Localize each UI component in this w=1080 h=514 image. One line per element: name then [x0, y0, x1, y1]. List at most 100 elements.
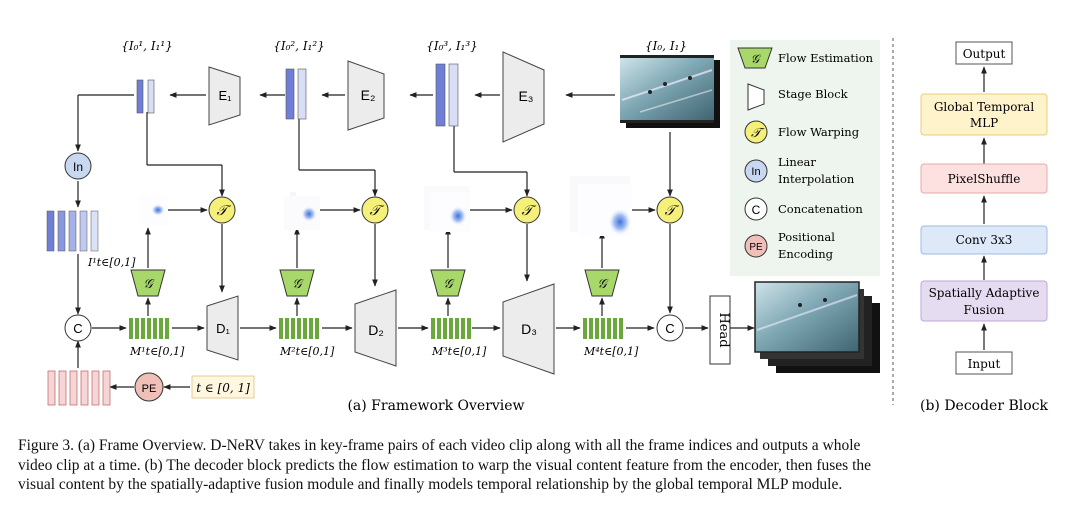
encoder-e2: E₂: [347, 60, 385, 131]
framework-subtitle: (a) Framework Overview: [347, 398, 524, 414]
warp-node-3: 𝒯: [513, 196, 541, 224]
svg-text:Stage Block: Stage Block: [778, 87, 849, 101]
legend-flow: 𝒢 Flow Estimation: [737, 47, 874, 69]
figure-caption: Figure 3. (a) Frame Overview. D-NeRV tak…: [18, 436, 1068, 495]
svg-text:MLP: MLP: [970, 116, 998, 130]
decoder-d3: D₃: [502, 283, 555, 375]
flow-field-4: [570, 176, 632, 236]
encoder-label: E₂: [361, 87, 376, 103]
head-block: Head: [709, 295, 731, 365]
legend-concat: C Concatenation: [744, 197, 863, 221]
encoder-label: E₃: [518, 88, 533, 104]
caption-line-2: video clip at a time. (b) The decoder bl…: [18, 456, 872, 474]
encoder-e3: E₃: [502, 51, 545, 143]
svg-text:Spatially Adaptive: Spatially Adaptive: [929, 286, 1040, 300]
svg-text:𝒢: 𝒢: [292, 277, 304, 292]
svg-text:Output: Output: [963, 47, 1006, 61]
decoder-block-subtitle: (b) Decoder Block: [920, 398, 1049, 414]
decoder-output-box: Output: [955, 41, 1013, 65]
svg-text:PE: PE: [142, 383, 157, 395]
warp-node-4: 𝒯: [656, 196, 684, 224]
keyframe-label-2: {I₀², I₁²}: [273, 39, 325, 53]
warp-node-1: 𝒯: [208, 196, 236, 224]
legend-stage: Stage Block: [747, 83, 849, 111]
svg-text:t ∈ [0, 1]: t ∈ [0, 1]: [196, 381, 250, 395]
svg-text:𝒢: 𝒢: [143, 277, 155, 292]
keyframe-label-input: {I₀, I₁}: [645, 39, 687, 53]
svg-text:Head: Head: [716, 312, 731, 347]
m-feature-2: [279, 318, 319, 339]
m-label-4: M⁴t∈[0,1]: [583, 345, 639, 358]
conv-box: Conv 3x3: [920, 225, 1048, 255]
svg-text:D₁: D₁: [216, 321, 230, 336]
svg-text:Concatenation: Concatenation: [778, 202, 863, 216]
svg-text:Positional: Positional: [778, 230, 835, 244]
flow-field-1: [140, 196, 168, 226]
m-label-1: M¹t∈[0,1]: [129, 345, 185, 358]
positional-encoding-node: PE: [134, 372, 164, 402]
svg-text:Flow Estimation: Flow Estimation: [778, 51, 874, 65]
svg-text:𝒢: 𝒢: [597, 277, 609, 292]
spatially-adaptive-fusion-box: Spatially Adaptive Fusion: [920, 280, 1048, 322]
global-temporal-mlp-box: Global Temporal MLP: [920, 93, 1048, 136]
caption-line-1: Figure 3. (a) Frame Overview. D-NeRV tak…: [18, 437, 861, 454]
m-feature-1: [129, 318, 169, 339]
svg-text:Encoding: Encoding: [778, 247, 834, 261]
keyframe-label-1: {I₀¹, I₁¹}: [121, 39, 173, 53]
encoder-feature-3: [435, 63, 459, 127]
encoder-e1: E₁: [208, 66, 241, 126]
flow-estimation-2: 𝒢: [279, 269, 315, 297]
pe-icon: PE: [749, 242, 763, 253]
svg-text:C: C: [665, 321, 674, 336]
positional-feature-bars: [47, 370, 111, 406]
svg-text:𝒢: 𝒢: [443, 277, 455, 292]
m-feature-4: [583, 318, 623, 339]
caption-line-3: visual content by the spatially-adaptive…: [18, 476, 843, 493]
time-input-box: t ∈ [0, 1]: [191, 375, 255, 399]
encoder-feature-2: [285, 68, 307, 120]
connections: [75, 92, 755, 390]
concat-node-input: C: [64, 314, 92, 342]
interp-output-label: I¹t∈[0,1]: [87, 256, 136, 269]
svg-text:D₃: D₃: [521, 321, 537, 337]
interp-symbol: In: [73, 160, 83, 174]
interpolated-feature-bars: [46, 210, 99, 252]
output-frames-image: [754, 281, 880, 373]
svg-text:C: C: [73, 321, 82, 336]
encoder-feature-1: [136, 79, 155, 114]
svg-text:Global Temporal: Global Temporal: [934, 100, 1034, 114]
stage-block-icon: [747, 83, 765, 111]
legend-pe: PE Positional Encoding: [744, 230, 835, 261]
svg-text:Flow Warping: Flow Warping: [778, 125, 860, 139]
svg-text:PixelShuffle: PixelShuffle: [948, 172, 1021, 186]
input-keyframes-image: [620, 55, 720, 128]
decoder-input-box: Input: [955, 351, 1013, 375]
interp-icon: In: [751, 166, 760, 178]
encoder-label: E₁: [218, 88, 232, 103]
svg-text:Interpolation: Interpolation: [778, 172, 855, 186]
flow-field-3: [424, 186, 470, 232]
legend-interp: In Linear Interpolation: [744, 155, 855, 186]
decoder-d1: D₁: [206, 295, 239, 361]
pixelshuffle-box: PixelShuffle: [920, 163, 1048, 194]
concat-icon: C: [752, 203, 761, 217]
concat-node-output: C: [656, 314, 684, 342]
linear-interpolation-node: In: [64, 152, 92, 180]
flow-icon: 𝒢: [751, 52, 762, 66]
flow-estimation-4: 𝒢: [584, 269, 620, 297]
decoder-d2: D₂: [354, 289, 397, 367]
svg-text:Conv 3x3: Conv 3x3: [956, 233, 1013, 247]
m-label-2: M²t∈[0,1]: [279, 345, 335, 358]
legend-warp: 𝒯 Flow Warping: [744, 120, 860, 144]
flow-estimation-3: 𝒢: [430, 269, 466, 297]
m-feature-3: [431, 318, 471, 339]
svg-text:D₂: D₂: [368, 322, 384, 338]
svg-text:Fusion: Fusion: [963, 303, 1004, 317]
warp-node-2: 𝒯: [361, 196, 389, 224]
flow-estimation-1: 𝒢: [130, 269, 166, 297]
flow-field-2: [284, 192, 320, 230]
svg-text:Input: Input: [968, 357, 1001, 371]
m-label-3: M³t∈[0,1]: [431, 345, 487, 358]
svg-text:Linear: Linear: [778, 155, 816, 169]
